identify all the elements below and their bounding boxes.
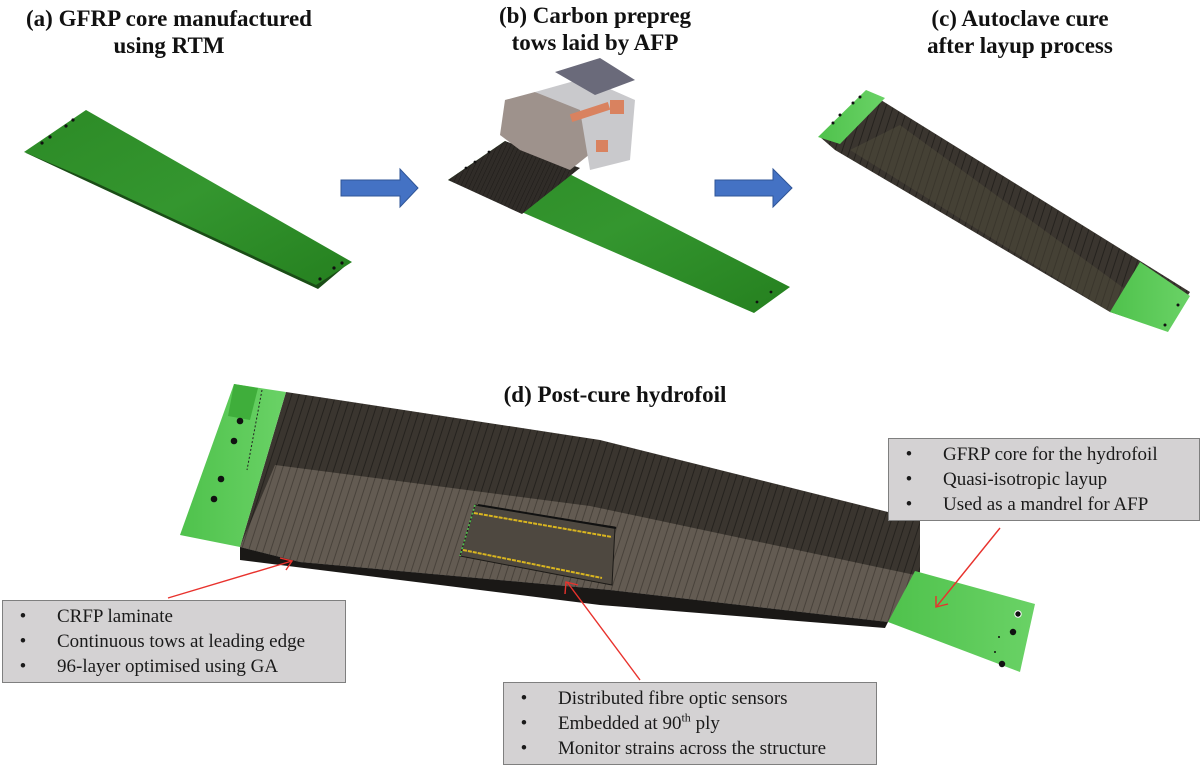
callout-gfrp-core: •GFRP core for the hydrofoil •Quasi-isot…	[888, 438, 1200, 521]
panel-b-afp-layup	[448, 58, 790, 313]
callout-crfp-laminate: •CRFP laminate •Continuous tows at leadi…	[2, 600, 346, 683]
callout-item: •Monitor strains across the structure	[504, 736, 866, 761]
panel-c-cured-foil	[818, 90, 1190, 332]
right-arrow-icon	[714, 167, 793, 209]
callout-item: •Embedded at 90th ply	[504, 711, 866, 736]
caption-panel-d: (d) Post-cure hydrofoil	[470, 381, 760, 408]
callout-item: •CRFP laminate	[3, 604, 335, 629]
caption-b-line1: (b) Carbon prepreg	[498, 3, 692, 28]
caption-c-line2: after layup process	[927, 33, 1113, 58]
leader-line-core	[935, 527, 1001, 608]
bullet-icon: •	[19, 656, 27, 677]
callout-item: •Quasi-isotropic layup	[889, 467, 1189, 492]
caption-b-line2: tows laid by AFP	[511, 30, 679, 55]
caption-a-line2: using RTM	[113, 33, 225, 58]
callout-item: •Used as a mandrel for AFP	[889, 492, 1189, 517]
caption-a-line1: (a) GFRP core manufactured	[26, 6, 312, 31]
callout-item: •96-layer optimised using GA	[3, 654, 335, 679]
bullet-icon: •	[520, 713, 528, 734]
leader-line-sensors	[564, 581, 641, 681]
fibre-optic-sensor-region	[459, 504, 617, 586]
bullet-icon: •	[520, 738, 528, 759]
bullet-icon: •	[905, 444, 913, 465]
afp-head-icon	[500, 58, 635, 170]
bullet-icon: •	[19, 631, 27, 652]
panel-a-gfrp-core	[24, 110, 352, 289]
callout-item: •GFRP core for the hydrofoil	[889, 442, 1189, 467]
bullet-icon: •	[905, 469, 913, 490]
caption-d-line1: (d) Post-cure hydrofoil	[503, 382, 727, 407]
callout-fibre-optic-sensors: •Distributed fibre optic sensors •Embedd…	[503, 682, 877, 765]
caption-panel-a: (a) GFRP core manufactured using RTM	[14, 5, 324, 59]
right-arrow-icon	[340, 167, 419, 209]
bullet-icon: •	[905, 494, 913, 515]
caption-c-line1: (c) Autoclave cure	[931, 6, 1109, 31]
callout-item: •Distributed fibre optic sensors	[504, 686, 866, 711]
caption-panel-b: (b) Carbon prepreg tows laid by AFP	[480, 2, 710, 56]
callout-item: •Continuous tows at leading edge	[3, 629, 335, 654]
panel-d-post-cure-foil	[180, 384, 1035, 672]
caption-panel-c: (c) Autoclave cure after layup process	[905, 5, 1135, 59]
bullet-icon: •	[520, 688, 528, 709]
bullet-icon: •	[19, 606, 27, 627]
leader-line-laminate	[167, 557, 294, 599]
